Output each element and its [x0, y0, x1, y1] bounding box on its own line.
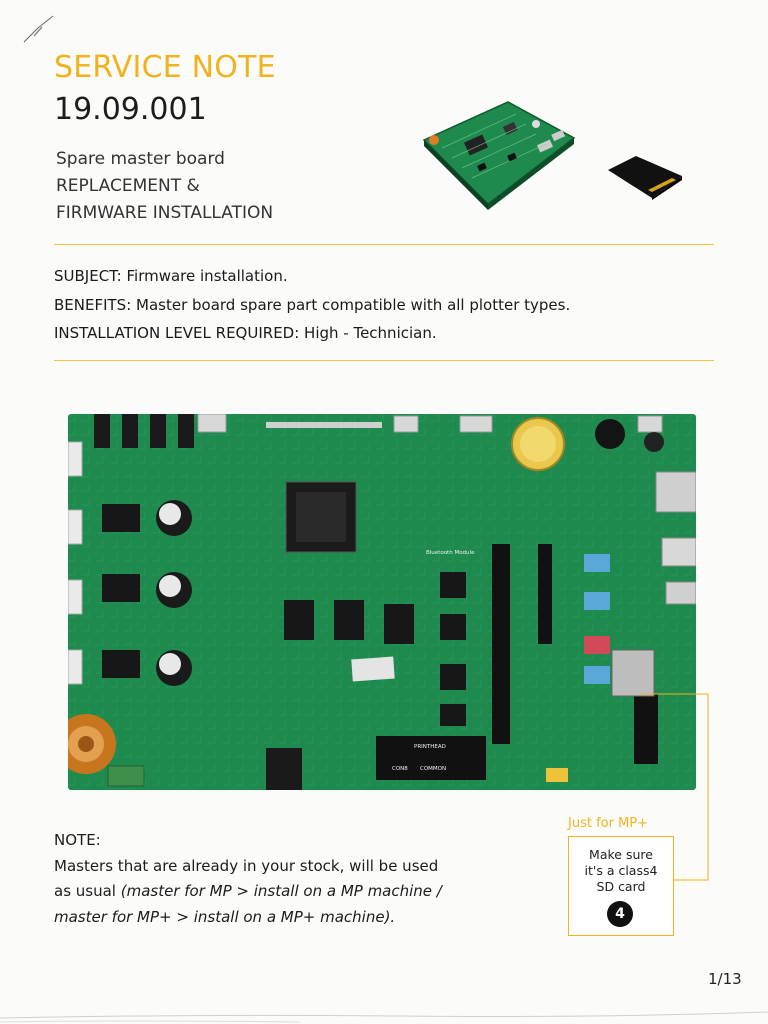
- note-text: as usual: [54, 882, 121, 900]
- info-block: SUBJECT: Firmware installation. BENEFITS…: [54, 262, 570, 348]
- service-note-number: 19.09.001: [54, 92, 207, 127]
- note-line: Masters that are already in your stock, …: [54, 856, 439, 875]
- page-title: SERVICE NOTE: [54, 50, 276, 85]
- bluetooth-module-label: Bluetooth Module: [426, 550, 475, 556]
- class4-icon: 4: [607, 901, 633, 927]
- note-block: NOTE: Masters that are already in your s…: [54, 828, 442, 930]
- benefits-line: BENEFITS: Master board spare part compat…: [54, 295, 571, 314]
- callout-line: it's a class4: [584, 863, 658, 878]
- divider: [54, 244, 714, 245]
- divider: [54, 360, 714, 361]
- scratch-mark: [23, 15, 54, 43]
- callout-label: Just for MP+: [568, 816, 649, 831]
- subtitle-line: Spare master board: [56, 149, 225, 169]
- master-board-image: Bluetooth Module PRINTHEAD CON8 COMMON: [68, 414, 696, 790]
- printhead-connector-label: PRINTHEAD: [414, 744, 446, 750]
- con8-label: CON8: [392, 766, 408, 772]
- note-heading: NOTE:: [54, 831, 101, 849]
- subject-line: SUBJECT: Firmware installation.: [54, 267, 288, 285]
- paper-edge-mark: [0, 1011, 768, 1023]
- sd-card-callout: Make sure it's a class4 SD card 4: [568, 836, 674, 936]
- note-line: as usual (master for MP > install on a M…: [54, 879, 442, 905]
- subtitle-line: FIRMWARE INSTALLATION: [56, 203, 274, 223]
- subtitle-line: REPLACEMENT &: [56, 176, 200, 196]
- sd-card-image: [608, 156, 682, 200]
- note-italic-text: (master for MP > install on a MP machine…: [120, 882, 442, 900]
- page-subtitle: Spare master board REPLACEMENT & FIRMWAR…: [56, 146, 273, 227]
- common-connector-label: COMMON: [420, 766, 446, 772]
- callout-line: SD card: [596, 879, 646, 894]
- callout-line: Make sure: [589, 847, 653, 862]
- installation-level-line: INSTALLATION LEVEL REQUIRED: High - Tech…: [54, 324, 437, 342]
- note-italic-line: master for MP+ > install on a MP+ machin…: [54, 907, 396, 926]
- callout-connector-line: [640, 693, 709, 881]
- page-number: 1/13: [708, 970, 742, 988]
- board-thumbnail-image: [422, 101, 576, 210]
